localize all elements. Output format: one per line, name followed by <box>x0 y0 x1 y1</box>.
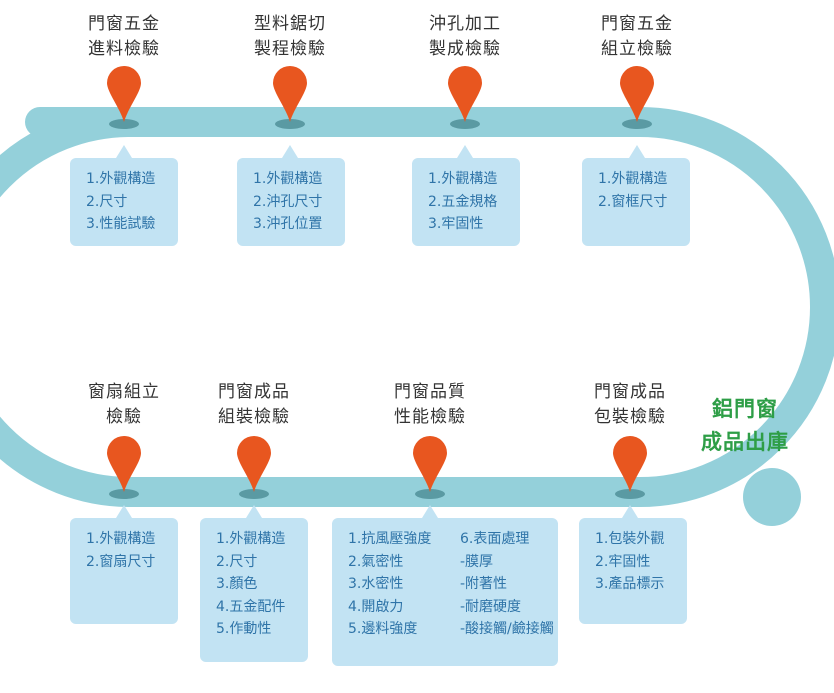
location-pin-icon <box>613 436 647 492</box>
items-column: 1.外觀構造 2.窗扇尺寸 <box>86 528 178 573</box>
items-column: 1.外觀構造 2.尺寸 3.顏色 4.五金配件 5.作動性 <box>216 528 308 641</box>
inspection-item: 4.五金配件 <box>216 598 286 615</box>
inspection-item: -附著性 <box>460 576 508 592</box>
inspection-item: 2.沖孔尺寸 <box>253 193 323 210</box>
inspection-item: -酸接觸/鹼接觸 <box>460 621 554 637</box>
inspection-item: -耐磨硬度 <box>460 598 522 615</box>
inspection-item: 3.沖孔位置 <box>253 216 323 232</box>
inspection-items-box: 1.包裝外觀 2.牢固性 3.產品標示 <box>579 505 687 624</box>
stage-title: 窗扇組立 檢驗 <box>88 382 160 427</box>
inspection-item: 1.外觀構造 <box>428 171 498 187</box>
pin-shadow <box>622 119 652 129</box>
inspection-item: 3.性能試驗 <box>86 216 156 232</box>
location-pin-icon <box>237 436 271 492</box>
inspection-item: 3.水密性 <box>348 576 404 592</box>
pin-shadow <box>109 119 139 129</box>
items-column: 1.外觀構造 2.沖孔尺寸 3.沖孔位置 <box>253 168 345 236</box>
inspection-item: 2.窗框尺寸 <box>598 193 668 210</box>
inspection-item: 2.窗扇尺寸 <box>86 553 156 570</box>
final-label: 鋁門窗 成品出庫 <box>701 397 789 454</box>
inspection-item: 1.外觀構造 <box>253 171 323 187</box>
inspection-item: 1.外觀構造 <box>86 171 156 187</box>
stage-title: 門窗成品 包裝檢驗 <box>594 382 666 427</box>
pin-shadow <box>275 119 305 129</box>
location-pin-icon <box>107 66 141 122</box>
track-end-cap <box>743 468 801 526</box>
stage-title: 門窗品質 性能檢驗 <box>394 382 466 427</box>
stage-title: 門窗五金 進料檢驗 <box>88 14 160 59</box>
inspection-item: 5.作動性 <box>216 621 272 637</box>
inspection-items-box: 1.外觀構造 2.沖孔尺寸 3.沖孔位置 <box>237 145 345 246</box>
stage-title: 門窗五金 組立檢驗 <box>601 14 673 59</box>
inspection-item: 3.產品標示 <box>595 576 665 592</box>
inspection-item: 2.尺寸 <box>86 193 128 210</box>
pin-shadow <box>615 489 645 499</box>
location-pin-icon <box>413 436 447 492</box>
stage-title: 門窗成品 組裝檢驗 <box>218 382 290 427</box>
inspection-item: 1.外觀構造 <box>598 171 668 187</box>
stage-title: 型料鋸切 製程檢驗 <box>254 14 326 59</box>
inspection-item: 1.外觀構造 <box>216 531 286 547</box>
items-column: 1.包裝外觀 2.牢固性 3.產品標示 <box>595 528 687 596</box>
inspection-items-box: 1.外觀構造 2.尺寸 3.性能試驗 <box>70 145 178 246</box>
inspection-item: 3.顏色 <box>216 576 258 592</box>
location-pin-icon <box>107 436 141 492</box>
inspection-item: 3.牢固性 <box>428 216 484 232</box>
items-column: 1.外觀構造 2.尺寸 3.性能試驗 <box>86 168 178 236</box>
location-pin-icon <box>273 66 307 122</box>
inspection-item: 2.五金規格 <box>428 193 498 210</box>
items-column: 6.表面處理 -膜厚 -附著性 -耐磨硬度 -酸接觸/鹼接觸 <box>460 528 554 641</box>
inspection-item: 2.牢固性 <box>595 553 651 570</box>
pin-shadow <box>450 119 480 129</box>
pin-shadow <box>239 489 269 499</box>
pin-shadow <box>109 489 139 499</box>
inspection-item: 2.尺寸 <box>216 553 258 570</box>
inspection-item: 4.開啟力 <box>348 598 404 615</box>
items-column: 1.外觀構造 2.窗框尺寸 <box>598 168 690 213</box>
inspection-items-box: 1.外觀構造 2.尺寸 3.顏色 4.五金配件 5.作動性 <box>200 505 308 662</box>
location-pin-icon <box>620 66 654 122</box>
inspection-items-box: 1.外觀構造 2.五金規格 3.牢固性 <box>412 145 520 246</box>
inspection-items-box: 1.外觀構造 2.窗框尺寸 <box>582 145 690 246</box>
inspection-item: 1.包裝外觀 <box>595 531 665 547</box>
items-column: 1.外觀構造 2.五金規格 3.牢固性 <box>428 168 520 236</box>
items-column: 1.抗風壓強度 2.氣密性 3.水密性 4.開啟力 5.邊料強度 <box>348 528 558 641</box>
inspection-item: 1.外觀構造 <box>86 531 156 547</box>
location-pin-icon <box>448 66 482 122</box>
inspection-item: -膜厚 <box>460 553 494 570</box>
inspection-items-box: 1.抗風壓強度 2.氣密性 3.水密性 4.開啟力 5.邊料強度 6.表面處理 -膜厚 -附著… <box>332 505 558 666</box>
inspection-item: 5.邊料強度 <box>348 621 418 637</box>
pin-shadow <box>415 489 445 499</box>
stage-title: 沖孔加工 製成檢驗 <box>429 14 501 59</box>
inspection-item: 2.氣密性 <box>348 553 404 570</box>
inspection-item: 6.表面處理 <box>460 531 530 547</box>
inspection-item: 1.抗風壓強度 <box>348 531 432 547</box>
inspection-items-box: 1.外觀構造 2.窗扇尺寸 <box>70 505 178 624</box>
